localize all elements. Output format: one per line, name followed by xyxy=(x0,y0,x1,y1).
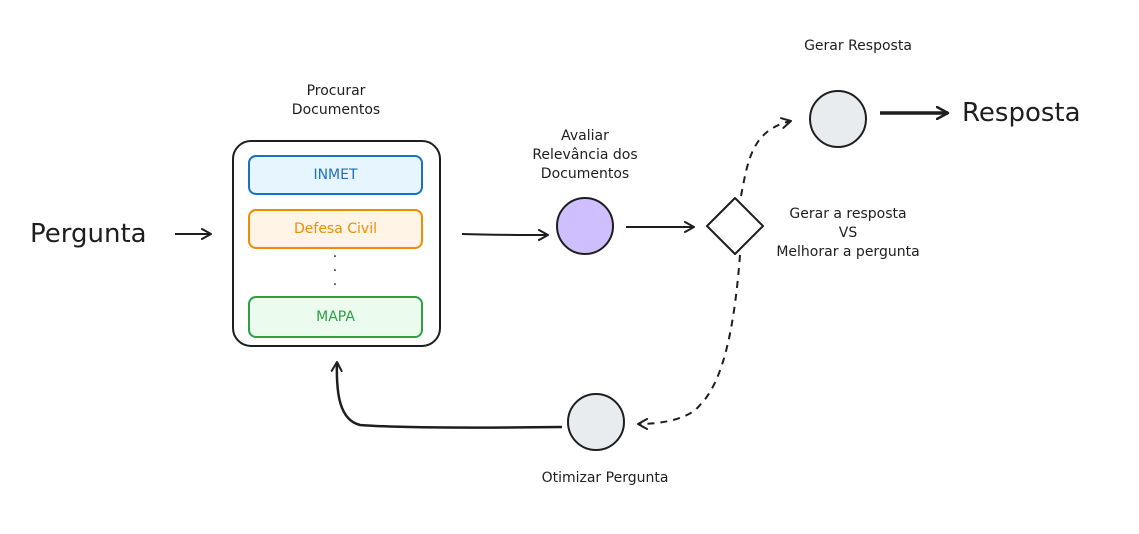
optimize-label: Otimizar Pergunta xyxy=(541,470,669,486)
input-label: Pergunta xyxy=(30,219,147,249)
evaluate-label: Avaliar Relevância dos Documentos xyxy=(515,127,655,184)
ellipsis-dot: . xyxy=(332,259,338,275)
ellipsis-dot: . xyxy=(332,245,338,261)
search-title: Procurar Documentos xyxy=(266,82,406,120)
generate-label: Gerar Resposta xyxy=(804,38,912,54)
decision-label-line1: Gerar a resposta xyxy=(789,206,907,222)
evaluate-node xyxy=(556,197,614,255)
search-title-line1: Procurar xyxy=(306,83,366,99)
decision-diamond xyxy=(706,197,764,255)
source-defesa-civil: Defesa Civil xyxy=(248,209,423,249)
arrow-search-to-evaluate xyxy=(461,228,549,241)
decision-label: Gerar a resposta VS Melhorar a pergunta xyxy=(768,205,928,262)
search-title-line2: Documentos xyxy=(291,102,381,118)
decision-label-line3: Melhorar a pergunta xyxy=(776,244,920,260)
source-inmet: INMET xyxy=(248,155,423,195)
evaluate-label-line1: Avaliar xyxy=(561,128,609,144)
evaluate-label-line3: Documentos xyxy=(540,166,630,182)
optimize-node xyxy=(567,393,625,451)
ellipsis-dot: . xyxy=(332,273,338,289)
decision-label-line2: VS xyxy=(838,225,858,241)
generate-node xyxy=(809,90,867,148)
evaluate-label-line2: Relevância dos xyxy=(532,147,638,163)
arrow-decision-to-optimize xyxy=(637,254,741,430)
arrow-optimize-to-search xyxy=(330,361,563,429)
arrow-decision-to-generate xyxy=(740,117,792,197)
source-mapa: MAPA xyxy=(248,296,423,338)
output-label: Resposta xyxy=(962,98,1081,128)
